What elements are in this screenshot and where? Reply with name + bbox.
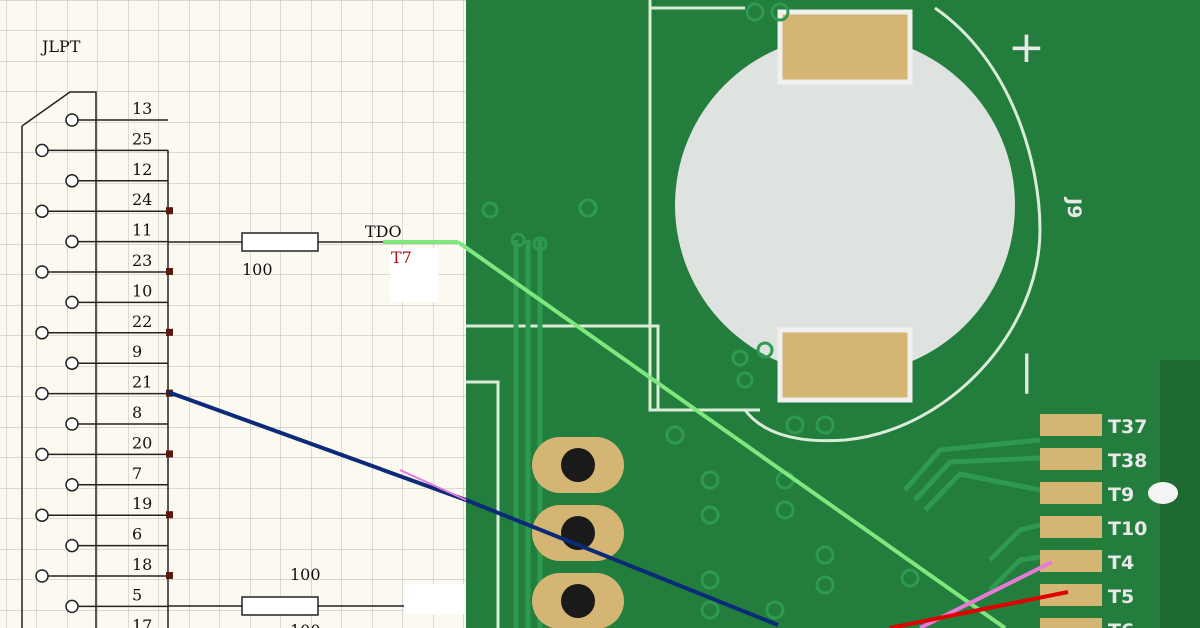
grid-lines [0, 0, 466, 628]
junction-dot [166, 328, 173, 336]
pin-circle [65, 417, 79, 431]
net-label-tdo: TDO [365, 222, 402, 241]
connector-outline [21, 91, 97, 628]
pin-circle [35, 386, 49, 401]
pin-number: 8 [132, 403, 142, 422]
pin-circle [65, 478, 79, 492]
pin-circle [65, 356, 79, 370]
test-pad [1040, 482, 1102, 504]
connection-line-green [456, 240, 1007, 628]
pin-number: 9 [132, 342, 142, 361]
pin-circle [35, 326, 49, 340]
resistor-top [241, 232, 319, 252]
pin-circle [35, 508, 49, 522]
pin-number: 18 [132, 555, 152, 574]
connector-label: JLPT [40, 37, 81, 56]
test-pad-label: T37 [1108, 416, 1147, 438]
test-pad [1040, 516, 1102, 538]
silkscreen-outline [466, 380, 500, 628]
label-background [404, 584, 466, 614]
pin-number: 12 [132, 160, 152, 179]
resistor-bottom-value-2: 100 [290, 621, 321, 628]
schematic-panel: JLPT 13 25 12 24 11 23 10 22 9 21 8 20 7 19 6 18 5 17 100… [0, 0, 466, 628]
connection-line-pink-edge [399, 469, 467, 501]
drill-hole [561, 584, 595, 618]
battery-contact-pad [675, 35, 1015, 375]
pcb-panel: + | J9 T37T38T9T10T4T5T6 [466, 0, 1200, 628]
silkscreen-outline [648, 0, 760, 412]
pin-number: 7 [132, 464, 142, 483]
test-pad-label: T9 [1108, 484, 1134, 506]
pin-number: 10 [132, 281, 152, 300]
pin-number: 13 [132, 99, 152, 118]
pin-circle [35, 447, 49, 462]
pin-circle [35, 204, 49, 218]
designator-label: J9 [1063, 196, 1085, 218]
junction-dot [166, 511, 173, 519]
test-pad-label: T10 [1108, 518, 1147, 540]
pin-circle [35, 265, 49, 279]
test-pad-label: T6 [1108, 620, 1134, 628]
pcb-trace [513, 240, 543, 628]
pin-number: 5 [132, 585, 142, 604]
pin-circle [65, 295, 79, 310]
pin-circle [35, 143, 49, 158]
test-pad-label: T38 [1108, 450, 1147, 472]
via-group [481, 2, 920, 620]
test-pad-label: T4 [1108, 552, 1134, 574]
battery-plus-label: + [1008, 22, 1045, 73]
test-pad [1040, 584, 1102, 606]
resistor-top-value: 100 [242, 260, 273, 279]
label-background [390, 248, 438, 302]
pin-circle [65, 113, 79, 127]
pin-number: 22 [132, 312, 152, 331]
test-pad-label: T5 [1108, 586, 1134, 608]
junction-dot [166, 572, 173, 579]
test-pad [1040, 550, 1102, 572]
net-label-t7: T7 [391, 248, 412, 267]
solder-blob [1148, 482, 1178, 504]
connection-line-red [889, 590, 1069, 628]
connection-lines [167, 240, 1069, 628]
junction-dot [166, 268, 173, 275]
battery-minus-label: | [1020, 348, 1033, 394]
pin-circle [65, 538, 79, 553]
battery-holder-outline [743, 6, 1042, 443]
pin-number: 21 [132, 373, 152, 392]
through-hole-group [532, 437, 624, 628]
resistor-bottom-value: 100 [290, 565, 321, 584]
test-pad [1040, 618, 1102, 628]
pin-number: 25 [132, 129, 152, 148]
junction-dot [166, 450, 173, 458]
test-pad [1040, 414, 1102, 436]
pin-number: 6 [132, 525, 142, 544]
pin-circle [65, 234, 79, 249]
pcb-trace [903, 437, 1041, 592]
pin-group: 13 25 12 24 11 23 10 22 9 21 8 20 7 19 6 18 5 17 [35, 99, 173, 628]
test-pad-group: T37T38T9T10T4T5T6 [1040, 414, 1147, 628]
pin-circle [35, 569, 49, 583]
pin-number: 11 [132, 221, 152, 240]
resistor-bottom [241, 596, 319, 616]
drill-hole [561, 448, 595, 482]
connection-line-navy [167, 390, 467, 502]
pin-number: 24 [132, 190, 152, 209]
test-pad [1040, 448, 1102, 470]
pin-number: 20 [132, 433, 152, 452]
pin-number: 23 [132, 251, 152, 270]
pin-circle [65, 174, 79, 188]
battery-terminal-top [777, 9, 913, 85]
pin-number: 17 [132, 616, 152, 628]
pin-circle [65, 599, 79, 614]
connection-line-navy [465, 498, 779, 627]
battery-terminal-bottom [777, 327, 913, 403]
pin-number: 19 [132, 494, 152, 513]
junction-dot [166, 207, 173, 215]
